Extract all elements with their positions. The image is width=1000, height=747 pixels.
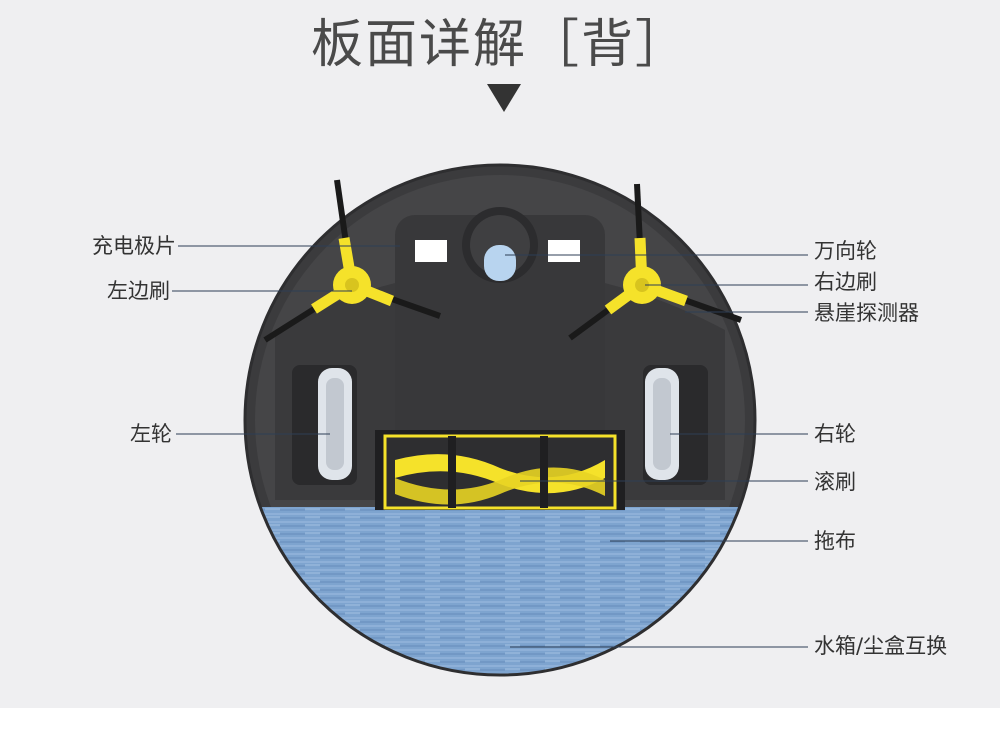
label-left-side-brush: 左边刷 (107, 279, 170, 303)
label-caster-wheel: 万向轮 (814, 239, 877, 263)
label-mop: 拖布 (814, 529, 856, 553)
label-right-side-brush: 右边刷 (814, 270, 877, 294)
caster-wheel (462, 207, 538, 283)
charging-plate-left (415, 240, 447, 262)
label-charging-plate: 充电极片 (92, 234, 176, 258)
charging-plate-right (548, 240, 580, 262)
right-wheel (643, 365, 708, 485)
mop-area (245, 507, 755, 675)
down-arrow-icon (487, 84, 521, 112)
leader-lines (172, 245, 808, 648)
product-diagram-stage: 板面详解［背］ (0, 0, 1000, 708)
label-tank-dustbin: 水箱/尘盒互换 (814, 634, 948, 658)
label-right-wheel: 右轮 (814, 422, 856, 446)
label-cliff-sensor: 悬崖探测器 (814, 301, 919, 325)
right-side-brush (568, 183, 742, 341)
roller-brush (375, 430, 625, 510)
label-left-wheel: 左轮 (130, 422, 172, 446)
page-title: 板面详解［背］ (310, 15, 689, 75)
left-side-brush (263, 179, 441, 343)
label-roller-brush: 滚刷 (814, 470, 856, 494)
left-wheel (292, 365, 357, 485)
robot-underside-illustration (172, 163, 808, 677)
